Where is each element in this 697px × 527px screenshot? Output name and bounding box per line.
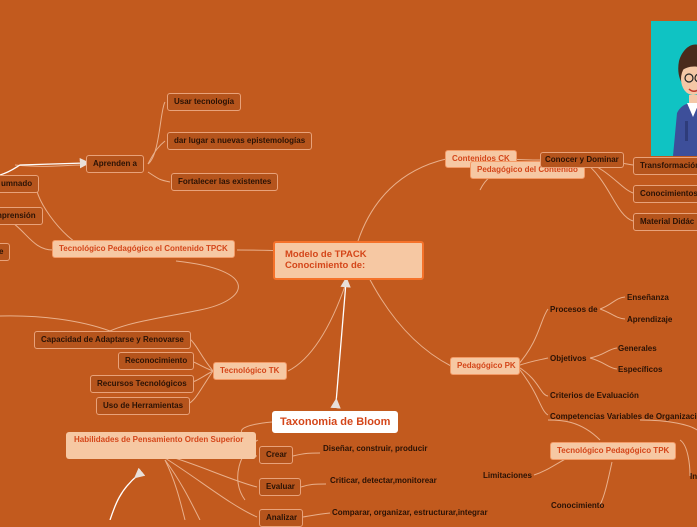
analizar-desc: Comparar, organizar, estructurar,integra… [332,508,488,517]
crear-desc: Diseñar, construir, producir [323,444,428,453]
teacher-avatar-image [651,21,697,156]
generales-label[interactable]: Generales [618,344,657,353]
tpk-node[interactable]: Tecnológico Pedagógico TPK [550,442,677,460]
main-topic-node[interactable]: Modelo de TPACK Conocimiento de: [273,241,424,280]
cut-label-in[interactable]: In [690,472,697,481]
tk-child-recursos[interactable]: Recursos Tecnológicos [90,375,194,393]
tk-node[interactable]: Tecnológico TK [213,362,287,380]
cut-node-umnado[interactable]: umnado [0,175,40,193]
tpck-node[interactable]: Tecnológico Pedagógico el Contenido TPCK [52,240,235,258]
cut-node-comprension[interactable]: nprensión [0,207,43,225]
aprendizaje-label[interactable]: Aprendizaje [627,315,673,324]
fortalecer-node[interactable]: Fortalecer las existentes [171,173,279,191]
ensenanza-label[interactable]: Enseñanza [627,293,669,302]
bloom-node[interactable]: Taxonomia de Bloom [272,411,399,433]
procesos-label[interactable]: Procesos de [550,305,598,314]
evaluar-desc: Criticar, detectar,monitorear [330,476,437,485]
criterios-label[interactable]: Criterios de Evaluación [550,391,639,400]
conocer-dominar-node[interactable]: Conocer y Dominar [540,152,624,168]
transformacion-node[interactable]: Transformación [633,157,697,175]
nuevas-epistemologias-node[interactable]: dar lugar a nuevas epistemologías [167,132,313,150]
crear-node[interactable]: Crear [259,446,293,464]
material-didactico-node[interactable]: Material Didác [633,213,697,231]
conocimientos-node[interactable]: Conocimientos [633,185,697,203]
limitaciones-label[interactable]: Limitaciones [483,471,532,480]
evaluar-node[interactable]: Evaluar [259,478,301,496]
cut-node-e[interactable]: e [0,243,11,261]
tk-child-adaptarse[interactable]: Capacidad de Adaptarse y Renovarse [34,331,191,349]
especificos-label[interactable]: Específicos [618,365,663,374]
habilidades-node[interactable]: Habilidades de Pensamiento Orden Superio… [66,432,256,459]
tk-child-reconocimiento[interactable]: Reconocimiento [118,352,195,370]
aprenden-node[interactable]: Aprenden a [86,155,145,173]
usar-tecnologia-node[interactable]: Usar tecnología [167,93,242,111]
pk-node[interactable]: Pedagógico PK [450,357,520,375]
analizar-node[interactable]: Analizar [259,509,303,527]
conocimiento-label[interactable]: Conocimiento [551,501,605,510]
objetivos-label[interactable]: Objetivos [550,354,587,363]
competencias-label[interactable]: Competencias Variables de Organizaci [550,412,697,421]
tk-child-herramientas[interactable]: Uso de Herramientas [96,397,191,415]
